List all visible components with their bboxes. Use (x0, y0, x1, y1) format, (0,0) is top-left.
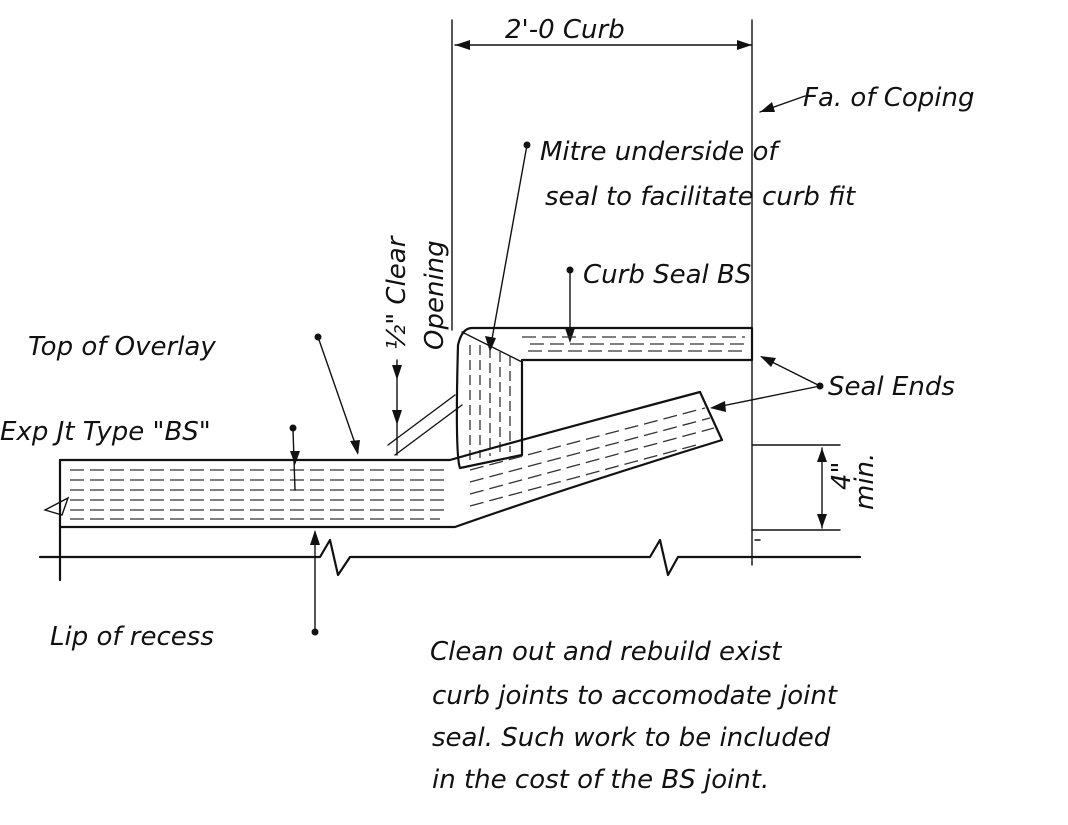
note-line-2: curb joints to accomodate joint (432, 681, 838, 711)
opening-diagonal (394, 404, 463, 456)
note-line-4: in the cost of the BS joint. (432, 765, 769, 795)
seal-hatch (469, 417, 711, 483)
seal-ends-arrow-bottom (710, 401, 726, 412)
seal-ends-label: Seal Ends (828, 372, 955, 402)
clear-opening-label-2: Opening (420, 240, 450, 350)
exp-joint-dot (289, 424, 297, 432)
overlay-arrow (350, 440, 360, 455)
curb-seal-arrow (565, 328, 575, 343)
seal-hatch (469, 407, 706, 471)
note-line-3: seal. Such work to be included (432, 723, 831, 753)
note-line-1: Clean out and rebuild exist (430, 637, 782, 667)
seal-hatch (469, 443, 701, 507)
coping-arrow (760, 102, 775, 112)
recess-base-line (38, 538, 862, 577)
left-seal-tip (43, 496, 70, 516)
exp-joint-type-label: Exp Jt Type "BS" (0, 417, 211, 447)
exp-joint-arrow (290, 451, 300, 465)
seal-ends-leader-bottom (711, 385, 821, 409)
seal-hatch (469, 427, 715, 495)
top-of-overlay-label: Top of Overlay (28, 332, 216, 362)
dimension-arrow-right (737, 40, 752, 50)
curb-width-label: 2'-0 Curb (505, 15, 625, 45)
depth-arrow-top (817, 448, 827, 462)
dimension-arrow-left (455, 40, 470, 50)
clear-opening-label-1: ½" Clear (382, 234, 412, 350)
face-of-coping-label: Fa. of Coping (803, 83, 975, 113)
seal-ends-arrow-top (760, 356, 776, 367)
exp-joint-seal-outline (58, 390, 724, 529)
opening-diagonal (387, 394, 456, 446)
overlay-leader (317, 336, 359, 453)
mitre-leader (489, 144, 528, 351)
lip-of-recess-label: Lip of recess (50, 622, 214, 652)
lip-arrow (310, 530, 320, 545)
mitre-arrow (485, 336, 496, 352)
mitre-line (461, 331, 523, 363)
depth-label-min: min. (850, 453, 880, 510)
curb-seal-label: Curb Seal BS (583, 260, 751, 290)
depth-label: 4" (827, 461, 857, 490)
clear-opening-arrow-bottom (392, 410, 402, 425)
mitre-note-line1: Mitre underside of (540, 137, 781, 167)
curb-seal-outline (455, 326, 754, 470)
mitre-note-line2: seal to facilitate curb fit (545, 182, 856, 212)
clear-opening-arrow-top (392, 365, 402, 380)
depth-arrow-bottom (817, 514, 827, 528)
